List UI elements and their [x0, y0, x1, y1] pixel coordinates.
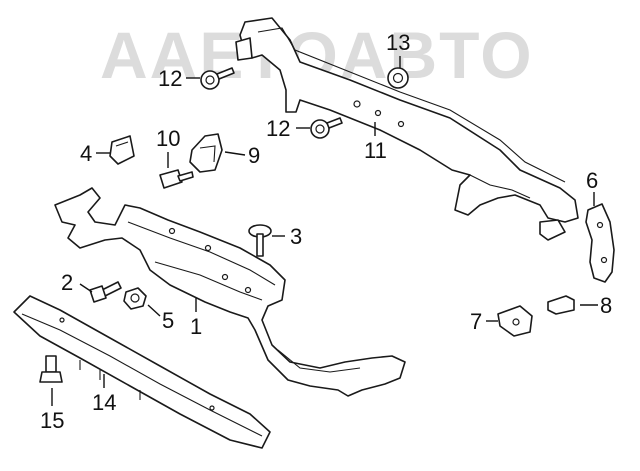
callout-9: 9 — [248, 143, 260, 168]
part-9-bracket — [189, 133, 223, 173]
part-10-bolt — [159, 169, 194, 189]
part-2-bolt — [89, 281, 122, 303]
callout-8: 8 — [600, 293, 612, 318]
callout-11: 11 — [364, 138, 387, 163]
callout-15: 15 — [40, 408, 64, 433]
callout-4: 4 — [80, 141, 92, 166]
callout-5: 5 — [162, 308, 174, 333]
callout-13: 13 — [386, 30, 410, 55]
callout-10: 10 — [156, 126, 180, 151]
callout-3: 3 — [290, 224, 302, 249]
callout-14: 14 — [92, 390, 116, 415]
part-1-main-support — [54, 187, 406, 397]
part-5-nut — [123, 287, 147, 310]
leader-5 — [147, 304, 161, 317]
callout-7: 7 — [470, 309, 482, 334]
part-7-clip — [497, 305, 533, 337]
leader-9 — [224, 151, 246, 156]
callout-leaders — [51, 56, 598, 406]
callout-6: 6 — [586, 168, 598, 193]
part-13-nut — [387, 67, 409, 89]
part-6-bracket — [585, 203, 615, 283]
part-11-upper-bracket — [235, 17, 579, 241]
part-8-pin — [547, 295, 575, 315]
callout-12a: 12 — [158, 66, 182, 91]
callout-labels: 1 2 3 4 5 6 7 8 9 10 11 12 12 13 14 15 — [40, 30, 612, 433]
callout-1: 1 — [190, 314, 202, 339]
part-4-clip — [109, 135, 135, 165]
callout-2: 2 — [61, 270, 73, 295]
part-15-bolt — [39, 355, 63, 383]
part-12b-bolt — [310, 117, 343, 139]
part-14-lower-strip — [13, 295, 271, 449]
part-3-clip — [248, 224, 272, 257]
callout-12b: 12 — [266, 116, 290, 141]
leader-2 — [79, 283, 93, 293]
part-12a-bolt — [200, 67, 235, 90]
